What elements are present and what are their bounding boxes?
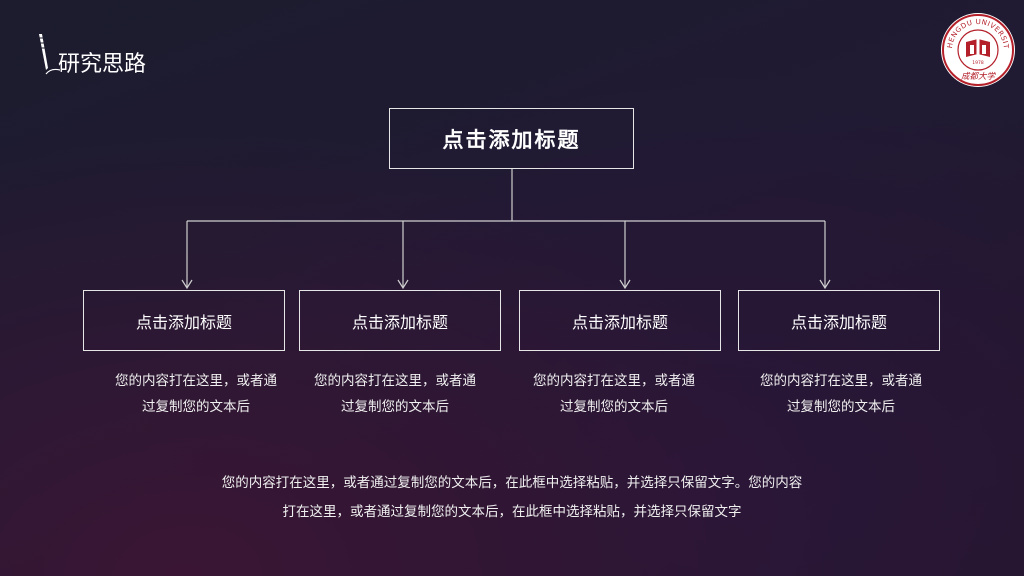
footer-line: 打在这里，或者通过复制您的文本后，在此框中选择粘贴，并选择只保留文字 <box>282 504 742 520</box>
sub-title-box-3[interactable]: 点击添加标题 <box>519 290 721 351</box>
sub-title-box-1[interactable]: 点击添加标题 <box>83 290 285 351</box>
sub-title: 点击添加标题 <box>135 312 232 332</box>
item-description-1[interactable]: 您的内容打在这里，或者通 过复制您的文本后 <box>81 368 311 420</box>
item-description-2[interactable]: 您的内容打在这里，或者通 过复制您的文本后 <box>280 368 510 420</box>
footer-paragraph[interactable]: 您的内容打在这里，或者通过复制您的文本后，在此框中选择粘贴，并选择只保留文字。您… <box>170 469 854 527</box>
sub-title-box-4[interactable]: 点击添加标题 <box>738 290 940 351</box>
main-title: 点击添加标题 <box>442 126 581 152</box>
page-title: 研究思路 <box>58 52 147 77</box>
sub-title-box-2[interactable]: 点击添加标题 <box>299 290 501 351</box>
description-line: 您的内容打在这里，或者通 <box>533 373 695 389</box>
item-description-4[interactable]: 您的内容打在这里，或者通 过复制您的文本后 <box>726 368 956 420</box>
main-title-box[interactable]: 点击添加标题 <box>389 108 634 169</box>
sub-title: 点击添加标题 <box>571 312 668 332</box>
description-line: 过复制您的文本后 <box>787 399 895 415</box>
description-line: 过复制您的文本后 <box>142 399 250 415</box>
sub-title: 点击添加标题 <box>351 312 448 332</box>
university-logo: CHENGDU UNIVERSITY 1978 成都大学 <box>940 12 1015 87</box>
logo-script-name: 成都大学 <box>961 71 997 82</box>
book-icon <box>966 39 990 57</box>
description-line: 过复制您的文本后 <box>341 399 449 415</box>
footer-line: 您的内容打在这里，或者通过复制您的文本后，在此框中选择粘贴，并选择只保留文字。您… <box>221 475 803 491</box>
logo-year: 1978 <box>972 60 984 66</box>
description-line: 您的内容打在这里，或者通 <box>314 373 476 389</box>
description-line: 您的内容打在这里，或者通 <box>115 373 277 389</box>
pen-icon <box>38 34 60 75</box>
description-line: 您的内容打在这里，或者通 <box>760 373 922 389</box>
item-description-3[interactable]: 您的内容打在这里，或者通 过复制您的文本后 <box>499 368 729 420</box>
sub-title: 点击添加标题 <box>790 312 887 332</box>
description-line: 过复制您的文本后 <box>560 399 668 415</box>
